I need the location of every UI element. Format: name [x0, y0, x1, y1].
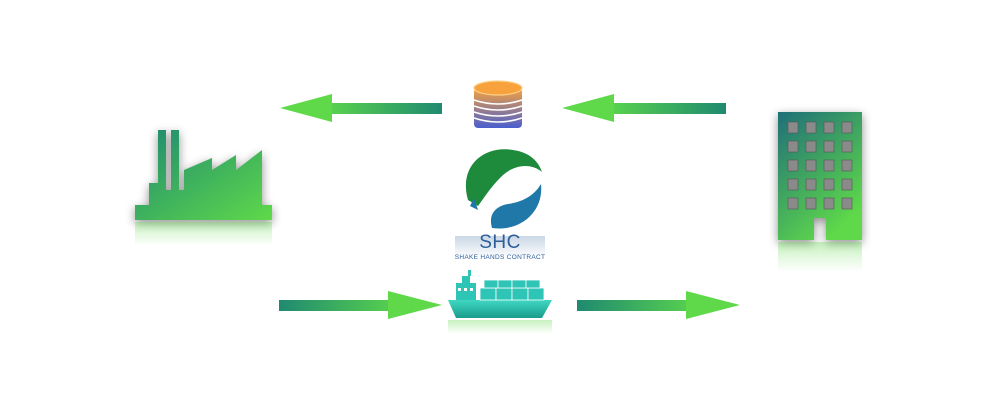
arrow-money-from-building: [562, 94, 726, 122]
arrow-money-to-factory: [280, 94, 442, 122]
office-building-icon: [778, 112, 862, 272]
brand-name: SHC: [479, 232, 521, 253]
shc-logo-icon: [455, 149, 545, 258]
container-ship-icon: [448, 270, 552, 334]
brand-tagline: SHAKE HANDS CONTRACT: [454, 254, 546, 261]
factory-icon: [135, 130, 272, 246]
building-windows: [787, 121, 853, 210]
arrow-goods-to-building: [577, 291, 740, 319]
coin-stack-icon: [473, 80, 523, 128]
arrow-goods-from-factory: [279, 291, 442, 319]
